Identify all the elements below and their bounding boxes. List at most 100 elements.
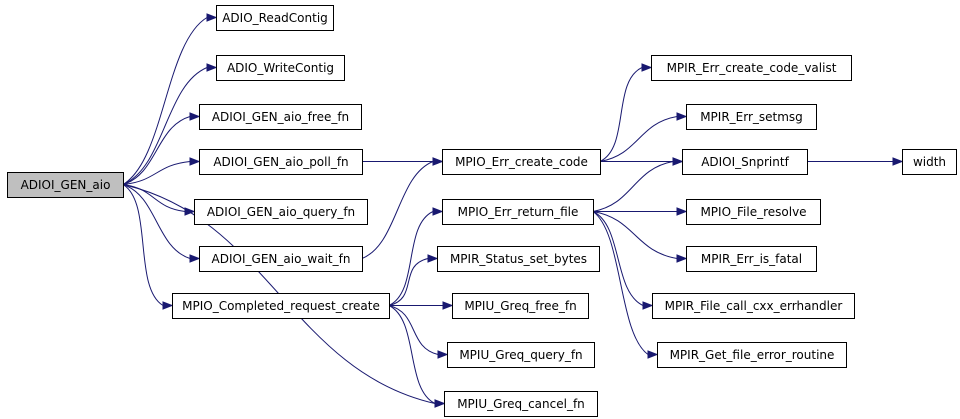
node-box <box>442 149 601 175</box>
node-box <box>199 104 362 130</box>
edge-arrowhead <box>437 350 449 359</box>
edge-arrowhead <box>189 157 201 166</box>
nodes-layer: ADIOI_GEN_aio ADIO_ReadContigADIO_WriteCo… <box>7 5 957 417</box>
edge-arrowhead <box>442 301 454 310</box>
edge-arrowhead <box>189 112 201 121</box>
node-label: ADIOI_GEN_aio_wait_fn <box>212 252 351 266</box>
edge-arrowhead <box>676 112 688 121</box>
node-box <box>444 391 598 417</box>
edge-line <box>122 67 208 185</box>
node-label: MPIR_Err_is_fatal <box>701 252 802 266</box>
node-label: MPIR_Status_set_bytes <box>450 252 587 266</box>
node-box <box>216 5 334 31</box>
edge-line <box>122 116 191 185</box>
edge-completed-to-greq_free <box>389 301 454 310</box>
node-greq-free[interactable]: MPIU_Greq_free_fn <box>452 293 589 319</box>
node-get-file-error[interactable]: MPIR_Get_file_error_routine <box>657 342 847 368</box>
edge-line <box>592 211 678 259</box>
node-is-fatal[interactable]: MPIR_Err_is_fatal <box>686 246 817 272</box>
edge-line <box>592 211 644 306</box>
edge-arrowhead <box>427 254 439 263</box>
edge-line <box>599 67 643 162</box>
edge-err_return-to-get_file_error <box>592 211 659 359</box>
edge-line <box>122 17 208 185</box>
edge-line <box>388 305 436 404</box>
node-writecontig[interactable]: ADIO_WriteContig <box>216 55 345 81</box>
node-err-create[interactable]: MPIO_Err_create_code <box>442 149 601 175</box>
edge-arrowhead <box>432 157 444 166</box>
node-width[interactable]: width <box>902 149 957 175</box>
node-label: MPIO_Err_create_code <box>455 155 588 169</box>
node-file-resolve[interactable]: MPIO_File_resolve <box>686 199 821 225</box>
edge-arrowhead <box>206 63 218 72</box>
node-box <box>686 104 817 130</box>
node-wait-fn[interactable]: ADIOI_GEN_aio_wait_fn <box>199 246 363 272</box>
edge-line <box>122 184 186 212</box>
edge-err_return-to-cxx_errhandler <box>592 211 654 310</box>
node-box <box>651 55 852 81</box>
edge-completed-to-err_return <box>388 207 444 306</box>
node-label: MPIO_File_resolve <box>700 205 806 219</box>
edge-err_return-to-snprintf <box>592 157 684 212</box>
node-free-fn[interactable]: ADIOI_GEN_aio_free_fn <box>199 104 362 130</box>
node-label: MPIU_Greq_query_fn <box>459 348 582 362</box>
edge-line <box>122 184 191 259</box>
node-label: ADIO_ReadContig <box>222 11 328 25</box>
edge-line <box>361 161 434 259</box>
node-box <box>437 246 600 272</box>
node-box <box>652 293 855 319</box>
edge-arrowhead <box>676 254 688 263</box>
node-label: MPIR_File_call_cxx_errhandler <box>665 299 843 313</box>
edge-completed-to-greq_cancel <box>388 305 446 408</box>
node-err-return[interactable]: MPIO_Err_return_file <box>442 199 594 225</box>
edge-root-to-writecontig <box>122 63 218 185</box>
node-box <box>7 172 124 198</box>
node-box <box>902 149 957 175</box>
edge-wait_fn-to-err_create <box>361 157 444 259</box>
node-snprintf[interactable]: ADIOI_Snprintf <box>682 149 808 175</box>
edge-root-to-free_fn <box>122 112 201 185</box>
edge-arrowhead <box>672 157 684 166</box>
node-readcontig[interactable]: ADIO_ReadContig <box>216 5 334 31</box>
edge-completed-to-greq_query <box>388 305 449 359</box>
node-box <box>194 199 368 225</box>
node-create-valist[interactable]: MPIR_Err_create_code_valist <box>651 55 852 81</box>
node-poll-fn[interactable]: ADIOI_GEN_aio_poll_fn <box>199 149 363 175</box>
node-label: ADIOI_GEN_aio_free_fn <box>212 110 349 124</box>
node-box <box>172 293 390 319</box>
edge-err_return-to-file_resolve <box>593 207 688 216</box>
node-box <box>199 246 363 272</box>
edge-poll_fn-to-err_create <box>362 157 444 166</box>
node-label: MPIR_Get_file_error_routine <box>670 348 835 362</box>
edge-arrowhead <box>892 157 904 166</box>
node-cxx-errhandler[interactable]: MPIR_File_call_cxx_errhandler <box>652 293 855 319</box>
node-label: ADIOI_GEN_aio_poll_fn <box>213 155 348 169</box>
node-greq-cancel[interactable]: MPIU_Greq_cancel_fn <box>444 391 598 417</box>
node-box <box>442 199 594 225</box>
edge-arrowhead <box>647 350 659 359</box>
node-greq-query[interactable]: MPIU_Greq_query_fn <box>447 342 595 368</box>
node-label: MPIU_Greq_cancel_fn <box>457 397 585 411</box>
node-label: MPIO_Completed_request_create <box>182 299 380 313</box>
node-label: MPIR_Err_create_code_valist <box>667 61 837 75</box>
node-label: ADIOI_GEN_aio_query_fn <box>207 205 355 219</box>
edge-line <box>388 305 439 355</box>
node-root: ADIOI_GEN_aio <box>7 172 124 198</box>
edge-err_return-to-is_fatal <box>592 211 688 263</box>
edge-err_create-to-create_valist <box>599 63 653 162</box>
node-query-fn[interactable]: ADIOI_GEN_aio_query_fn <box>194 199 368 225</box>
edge-completed-to-status_bytes <box>388 254 439 306</box>
node-label: ADIOI_Snprintf <box>701 155 789 169</box>
edge-line <box>592 161 674 212</box>
node-box <box>452 293 589 319</box>
node-setmsg[interactable]: MPIR_Err_setmsg <box>686 104 817 130</box>
edge-root-to-poll_fn <box>122 157 201 185</box>
node-completed[interactable]: MPIO_Completed_request_create <box>172 293 390 319</box>
edge-snprintf-to-width <box>807 157 904 166</box>
node-box <box>216 55 345 81</box>
edge-root-to-readcontig <box>122 13 218 185</box>
edge-line <box>592 211 649 355</box>
node-status-bytes[interactable]: MPIR_Status_set_bytes <box>437 246 600 272</box>
edge-arrowhead <box>189 254 201 263</box>
